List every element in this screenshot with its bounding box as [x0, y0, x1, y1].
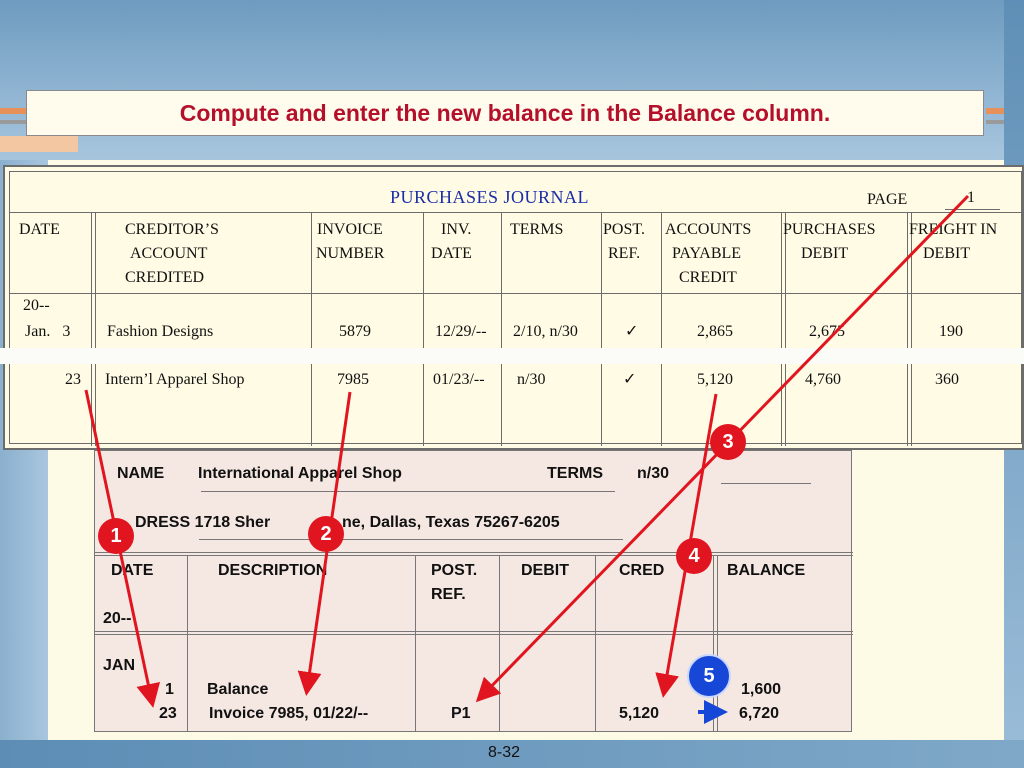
journal-row-inv-date: 12/29/--	[435, 323, 487, 340]
journal-header-inv-date: INV.	[441, 221, 472, 238]
ledger-row-day: 23	[159, 705, 177, 722]
ledger-name-label: NAME	[117, 465, 165, 482]
decor-stripe	[0, 120, 26, 124]
journal-col-divider	[311, 213, 312, 446]
ledger-row-balance: 1,600	[741, 681, 782, 698]
journal-row-inv-date: 01/23/--	[433, 371, 485, 388]
journal-row-purchases: 4,760	[805, 371, 841, 388]
slide-background-top	[0, 0, 1024, 165]
ledger-row-post-ref: P1	[451, 705, 471, 722]
ledger-header-description: DESCRIPTION	[218, 562, 328, 579]
journal-row-invoice: 5879	[339, 323, 371, 340]
creditor-ledger: NAME International Apparel Shop TERMS n/…	[94, 450, 853, 732]
journal-row-date: Jan. 3	[25, 323, 71, 340]
ledger-col-divider	[187, 555, 188, 731]
decor-stripe	[0, 108, 26, 114]
slide-title-text: Compute and enter the new balance in the…	[179, 99, 831, 126]
journal-row-ap: 5,120	[697, 371, 733, 388]
ledger-terms-label: TERMS	[547, 465, 603, 482]
ledger-header-post-ref: POST.	[431, 562, 478, 579]
slide-number: 8-32	[488, 744, 521, 761]
journal-row-2: 23 Intern’l Apparel Shop 7985 01/23/-- n…	[3, 165, 1024, 450]
journal-col-divider	[91, 213, 92, 446]
journal-header-invoice: NUMBER	[316, 245, 385, 262]
slide-title: Compute and enter the new balance in the…	[26, 90, 984, 136]
journal-year: 20--	[23, 297, 50, 314]
slide-footer-bar	[0, 740, 1024, 768]
step-badge-2: 2	[308, 516, 344, 552]
journal-page-number: 1	[967, 189, 975, 206]
journal-header-date: DATE	[19, 221, 60, 238]
name-underline	[201, 491, 615, 492]
ledger-col-divider	[415, 555, 416, 731]
journal-header-creditor: ACCOUNT	[130, 245, 208, 262]
journal-row-creditor: Fashion Designs	[107, 323, 214, 340]
step-badge-3: 3	[710, 424, 746, 460]
step-badge-1: 1	[98, 518, 134, 554]
ledger-col-divider	[717, 555, 718, 731]
ledger-row-day: 1	[165, 681, 174, 698]
ledger-name-value: International Apparel Shop	[198, 465, 402, 482]
step-badge-4: 4	[676, 538, 712, 574]
journal-col-divider	[423, 213, 424, 446]
ledger-header-balance: BALANCE	[727, 562, 806, 579]
ledger-header-credit: CRED	[619, 562, 665, 579]
ledger-header-post-ref: REF.	[431, 586, 466, 603]
ledger-year: 20--	[103, 610, 132, 627]
ledger-row-balance: 6,720	[739, 705, 780, 722]
ledger-address: ne, Dallas, Texas 75267-6205	[342, 514, 560, 531]
ledger-header-date: DATE	[111, 562, 154, 579]
ledger-header-debit: DEBIT	[521, 562, 569, 579]
journal-row-terms: n/30	[517, 371, 546, 388]
step-badge-5: 5	[687, 654, 731, 698]
decor-stripe	[986, 120, 1004, 124]
journal-header-creditor: CREDITOR’S	[125, 221, 219, 238]
ledger-terms-value: n/30	[637, 465, 670, 482]
ledger-col-divider	[595, 555, 596, 731]
journal-row-post-check: ✓	[623, 371, 637, 388]
ledger-header-rule	[95, 552, 853, 553]
journal-header-creditor: CREDITED	[125, 269, 205, 286]
journal-header-invoice: INVOICE	[317, 221, 383, 238]
journal-col-divider	[95, 213, 96, 446]
ledger-header-rule	[95, 634, 853, 635]
terms-underline	[721, 483, 811, 484]
ledger-header-rule	[95, 631, 853, 632]
decor-stripe	[0, 136, 78, 152]
ledger-row-credit: 5,120	[619, 705, 660, 722]
ledger-col-divider	[713, 555, 714, 731]
journal-header-inv-date: DATE	[431, 245, 472, 262]
journal-row-date: 23	[65, 371, 81, 388]
ledger-header-rule	[95, 555, 853, 556]
ledger-address: DRESS 1718 Sher	[135, 514, 271, 531]
page-number-underline	[945, 209, 1000, 210]
ledger-month: JAN	[103, 657, 136, 674]
address-underline	[199, 539, 623, 540]
journal-row-invoice: 7985	[337, 371, 369, 388]
ledger-col-divider	[499, 555, 500, 731]
ledger-row-description: Invoice 7985, 01/22/--	[209, 705, 369, 722]
decor-stripe	[986, 108, 1004, 114]
ledger-row-description: Balance	[207, 681, 269, 698]
journal-row-freight: 360	[935, 371, 959, 388]
journal-row-creditor: Intern’l Apparel Shop	[105, 371, 245, 388]
